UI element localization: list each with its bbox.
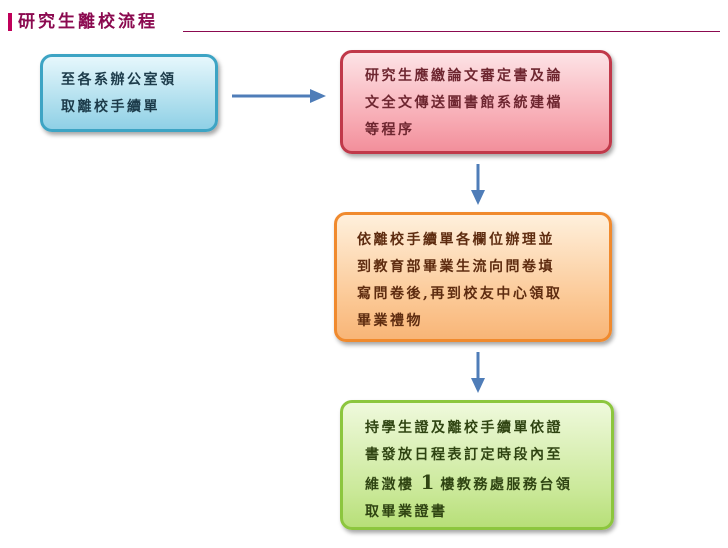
step-4-line-3-prefix: 維澂樓 — [365, 477, 415, 493]
step-3-line-4: 畢業禮物 — [357, 313, 423, 329]
step-3-line-3: 寫問卷後,再到校友中心領取 — [357, 286, 563, 302]
step-2-line-2: 文全文傳送圖書館系統建檔 — [365, 95, 563, 111]
step-4-line-2: 書發放日程表訂定時段內至 — [365, 447, 563, 463]
step-3-line-1: 依離校手續單各欄位辦理並 — [357, 232, 555, 248]
arrow-down-1 — [471, 164, 485, 205]
step-4-floor-number: 1 — [420, 470, 441, 494]
step-4-box: 持學生證及離校手續單依證 書發放日程表訂定時段內至 維澂樓 1樓教務處服務台領 取… — [340, 400, 614, 530]
step-1-line-2: 取離校手續單 — [61, 99, 160, 115]
arrow-down-2 — [471, 352, 485, 393]
title-accent-bar — [8, 13, 12, 31]
step-3-line-2: 到教育部畢業生流向問卷填 — [357, 259, 555, 275]
step-2-line-3: 等程序 — [365, 122, 415, 138]
step-4-line-3: 維澂樓 1樓教務處服務台領 — [365, 469, 611, 499]
page-title: 研究生離校流程 — [18, 12, 158, 32]
step-1-box: 至各系辦公室領 取離校手續單 — [40, 54, 218, 132]
title-underline — [183, 31, 720, 32]
step-3-box: 依離校手續單各欄位辦理並 到教育部畢業生流向問卷填 寫問卷後,再到校友中心領取 … — [334, 212, 612, 342]
step-2-line-1: 研究生應繳論文審定書及論 — [365, 68, 563, 84]
section-header: 研究生離校流程 — [8, 10, 720, 36]
arrow-right — [232, 89, 326, 103]
step-2-box: 研究生應繳論文審定書及論 文全文傳送圖書館系統建檔 等程序 — [340, 50, 612, 154]
step-4-line-1: 持學生證及離校手續單依證 — [365, 420, 563, 436]
step-1-line-1: 至各系辦公室領 — [61, 72, 177, 88]
step-4-line-3-suffix: 樓教務處服務台領 — [440, 477, 573, 493]
step-4-line-4: 取畢業證書 — [365, 504, 448, 520]
